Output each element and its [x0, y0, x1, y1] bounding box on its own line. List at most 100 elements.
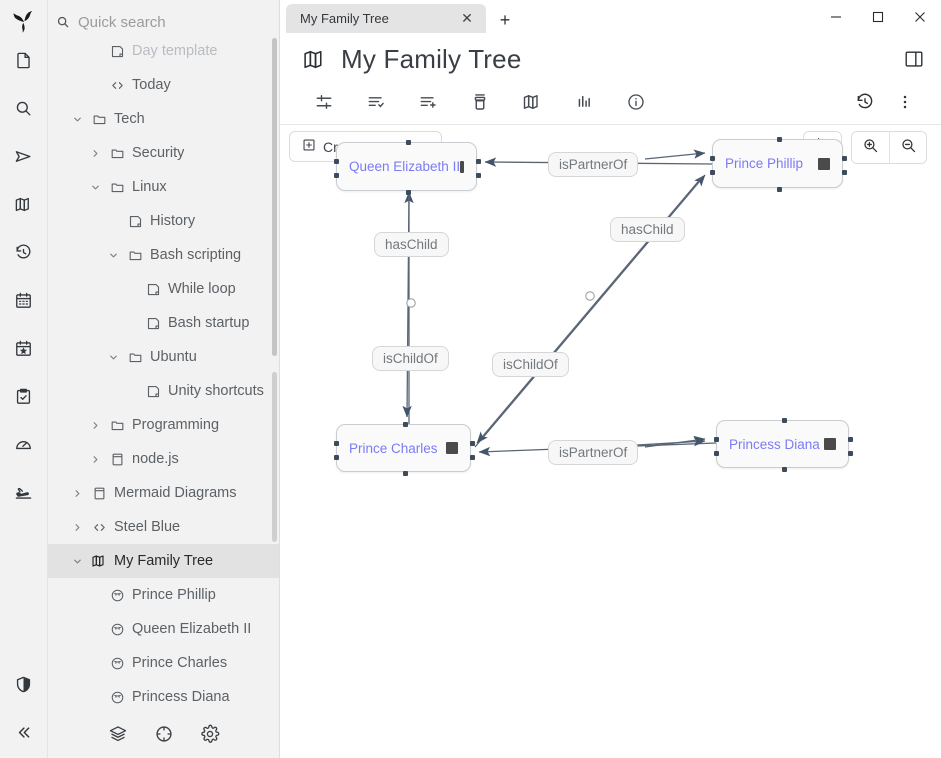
graph-node-diana[interactable]: Princess Diana [714, 418, 853, 472]
node-port[interactable] [776, 187, 782, 192]
node-port[interactable] [476, 173, 481, 179]
graph-edge[interactable] [644, 435, 706, 448]
node-port[interactable] [848, 436, 853, 442]
graph-node-handle[interactable] [824, 438, 836, 450]
rail-item-note-map[interactable] [7, 190, 41, 224]
graph-node-handle[interactable] [446, 442, 458, 454]
edge-waypoint-handle[interactable] [406, 298, 416, 308]
graph-edge[interactable] [644, 149, 706, 160]
node-port[interactable] [781, 467, 787, 472]
node-port[interactable] [402, 422, 408, 427]
toolbar-note-info[interactable] [610, 89, 662, 121]
chevron-down-icon[interactable] [102, 352, 124, 363]
new-tab-button[interactable]: + [499, 9, 511, 30]
chevron-down-icon[interactable] [66, 556, 88, 567]
graph-edge-label-haschild[interactable]: hasChild [610, 217, 685, 242]
edge-waypoint-handle[interactable] [585, 291, 595, 301]
gear-icon[interactable] [200, 724, 220, 749]
rail-item-new-note[interactable] [7, 46, 41, 80]
tree-item-my-family-tree[interactable]: My Family Tree [48, 544, 279, 578]
rail-item-bookmarks[interactable] [7, 334, 41, 368]
tree-item-day-template[interactable]: Day template [48, 34, 279, 68]
tree-item-prince-phillip[interactable]: Prince Phillip [48, 578, 279, 612]
panel-right-icon[interactable] [903, 48, 925, 70]
tree-item-mermaid-diagrams[interactable]: Mermaid Diagrams [48, 476, 279, 510]
tree-item-node-js[interactable]: node.js [48, 442, 279, 476]
graph-node-handle[interactable] [818, 157, 830, 170]
chevron-right-icon[interactable] [84, 454, 106, 465]
toolbar-note-map[interactable] [506, 89, 558, 121]
quick-search-input[interactable]: Quick search [78, 13, 166, 31]
node-port[interactable] [334, 454, 339, 460]
tree-scrollbar-upper[interactable] [272, 38, 277, 356]
chevron-right-icon[interactable] [66, 522, 88, 533]
relation-map-canvas[interactable]: Create child note [280, 125, 941, 758]
tree-item-bash-scripting[interactable]: Bash scripting [48, 238, 279, 272]
tree-item-while-loop[interactable]: While loop [48, 272, 279, 306]
tree-scrollbar-lower[interactable] [272, 372, 277, 542]
tree-item-princess-diana[interactable]: Princess Diana [48, 680, 279, 714]
window-close-button[interactable] [899, 1, 941, 32]
node-port[interactable] [476, 159, 481, 165]
tree-item-steel-blue[interactable]: Steel Blue [48, 510, 279, 544]
rail-item-tasks[interactable] [7, 382, 41, 416]
close-icon[interactable]: ✕ [461, 10, 473, 26]
zoom-in-button[interactable] [852, 132, 889, 163]
chevron-down-icon[interactable] [84, 182, 106, 193]
node-port[interactable] [714, 450, 719, 456]
rail-item-launcher[interactable] [7, 478, 41, 512]
quick-search-bar[interactable]: Quick search [48, 0, 279, 44]
graph-node-handle[interactable] [460, 160, 464, 173]
toolbar-note-menu[interactable] [885, 89, 925, 121]
tree-item-tech[interactable]: Tech [48, 102, 279, 136]
rail-item-dashboard[interactable] [7, 430, 41, 464]
tree-item-queen-elizabeth-ii[interactable]: Queen Elizabeth II [48, 612, 279, 646]
layers-icon[interactable] [108, 724, 128, 749]
rail-item-jump-to[interactable] [7, 142, 41, 176]
toolbar-note-properties[interactable] [298, 89, 350, 121]
graph-edge-label-ispartnerof[interactable]: isPartnerOf [548, 152, 639, 177]
tree-item-unity-shortcuts[interactable]: Unity shortcuts [48, 374, 279, 408]
node-port[interactable] [405, 140, 411, 145]
node-port[interactable] [470, 440, 475, 446]
rail-item-search[interactable] [7, 94, 41, 128]
graph-edge-label-haschild[interactable]: hasChild [374, 232, 449, 257]
tree-item-linux[interactable]: Linux [48, 170, 279, 204]
graph-node-phillip[interactable]: Prince Phillip [710, 137, 847, 192]
graph-edge-label-ischildof[interactable]: isChildOf [492, 352, 569, 377]
chevron-right-icon[interactable] [84, 420, 106, 431]
window-minimize-button[interactable] [815, 1, 857, 32]
trilium-logo-icon[interactable] [9, 6, 39, 36]
tree-item-today[interactable]: Today [48, 68, 279, 102]
node-port[interactable] [710, 156, 715, 162]
node-port[interactable] [405, 190, 411, 195]
tree-item-ubuntu[interactable]: Ubuntu [48, 340, 279, 374]
rail-item-collapse-rail[interactable] [7, 718, 41, 752]
graph-edge-label-ischildof[interactable]: isChildOf [372, 346, 449, 371]
node-port[interactable] [776, 137, 782, 142]
graph-edge-label-ispartnerof[interactable]: isPartnerOf [548, 440, 639, 465]
node-port[interactable] [402, 471, 408, 476]
page-title[interactable]: My Family Tree [341, 43, 522, 74]
window-maximize-button[interactable] [857, 1, 899, 32]
chevron-down-icon[interactable] [102, 250, 124, 261]
chevron-right-icon[interactable] [66, 488, 88, 499]
graph-edge[interactable] [474, 174, 706, 448]
crosshair-icon[interactable] [154, 724, 174, 749]
rail-item-calendar[interactable] [7, 286, 41, 320]
toolbar-note-revisions[interactable] [845, 89, 885, 121]
graph-node-queen[interactable]: Queen Elizabeth II [334, 140, 481, 195]
node-port[interactable] [334, 440, 339, 446]
node-port[interactable] [710, 170, 715, 176]
chevron-down-icon[interactable] [66, 114, 88, 125]
node-port[interactable] [781, 418, 787, 423]
node-port[interactable] [470, 454, 475, 460]
toolbar-note-stats[interactable] [558, 89, 610, 121]
graph-node-charles[interactable]: Prince Charles [334, 422, 475, 476]
tree-item-history[interactable]: History [48, 204, 279, 238]
node-port[interactable] [334, 159, 339, 165]
node-port[interactable] [334, 173, 339, 179]
node-port[interactable] [714, 436, 719, 442]
rail-item-recent-changes[interactable] [7, 238, 41, 272]
